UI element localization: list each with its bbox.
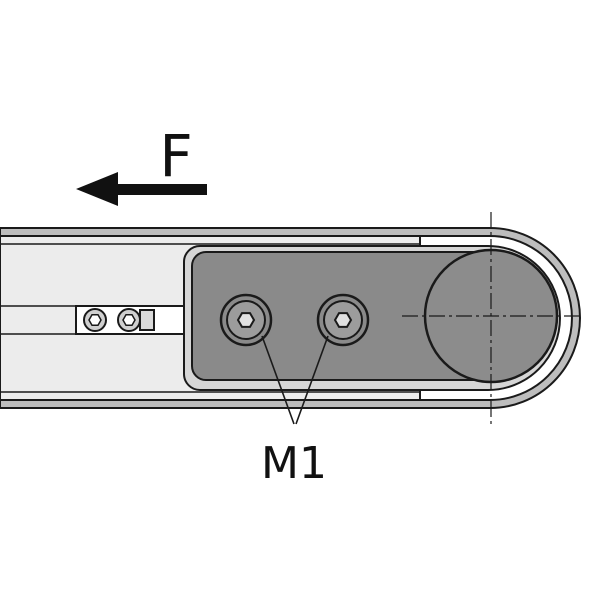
force-arrow: [76, 172, 207, 206]
leader-lines: [261, 335, 329, 425]
belt-outline: [0, 227, 581, 409]
hex-socket-icon: [236, 312, 256, 328]
centre-lines: [402, 212, 580, 424]
adjuster-clip: [139, 309, 155, 331]
arrow-left-icon: [76, 172, 118, 206]
hex-nut-icon: [117, 308, 141, 332]
leader-line: [295, 335, 329, 425]
arrow-shaft: [112, 184, 207, 195]
screw-left: [219, 293, 273, 347]
screw-right: [316, 293, 370, 347]
screw-label: M1: [261, 438, 327, 489]
leader-line: [261, 335, 295, 425]
hex-nut-icon: [83, 308, 107, 332]
tension-adjuster: [75, 305, 195, 335]
force-label: F: [159, 122, 192, 190]
hex-socket-icon: [333, 312, 353, 328]
